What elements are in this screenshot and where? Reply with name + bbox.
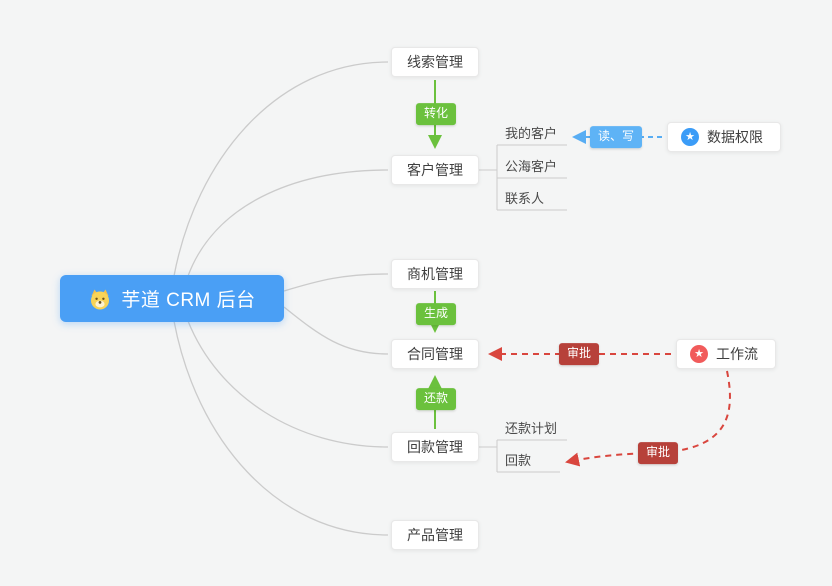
node-label: 数据权限: [707, 129, 763, 145]
curve-to-receivable: [187, 320, 389, 448]
star-icon: ★: [681, 128, 699, 146]
root-connectors: [173, 61, 389, 536]
badge-label: 审批: [566, 346, 592, 361]
node-receivable-management: 回款管理: [391, 432, 479, 462]
doge-icon: [91, 289, 110, 309]
badge-generate: 生成: [415, 303, 457, 325]
node-product-management: 产品管理: [391, 520, 479, 550]
subitem-receipt: 回款: [505, 452, 531, 470]
badge-label: 还款: [423, 391, 449, 406]
badge-approve-contract: 审批: [558, 343, 600, 365]
curve-to-business: [283, 273, 389, 292]
badge-read-write: 读、写: [589, 126, 643, 148]
curve-to-product: [173, 320, 389, 536]
root-node-label: 芋道 CRM 后台: [121, 290, 256, 311]
star-icon: ★: [690, 345, 708, 363]
curve-to-customer: [187, 169, 389, 277]
badge-label: 转化: [423, 106, 449, 121]
node-contract-management: 合同管理: [391, 339, 479, 369]
subitem-public-customers: 公海客户: [505, 158, 557, 176]
node-label: 商机管理: [407, 266, 463, 282]
subitem-my-customers: 我的客户: [505, 125, 557, 143]
node-label: 合同管理: [407, 346, 463, 362]
curve-to-contract: [283, 306, 389, 355]
subitem-label: 还款计划: [505, 421, 558, 436]
node-label: 产品管理: [407, 527, 463, 543]
badge-approve-receivable: 审批: [637, 442, 679, 464]
badge-label: 生成: [423, 306, 449, 321]
subitem-repayment-plan: 还款计划: [505, 420, 557, 438]
customer-subtree-lines: [479, 144, 567, 211]
badge-repay: 还款: [415, 388, 457, 410]
root-node-crm-backend: 芋道 CRM 后台: [60, 275, 284, 322]
node-lead-management: 线索管理: [391, 47, 479, 77]
node-label: 客户管理: [407, 162, 463, 178]
node-customer-management: 客户管理: [391, 155, 479, 185]
badge-label: 审批: [645, 445, 671, 460]
node-workflow: ★ 工作流: [676, 339, 776, 369]
subitem-label: 我的客户: [505, 126, 558, 141]
node-label: 工作流: [716, 346, 758, 362]
node-label: 回款管理: [407, 439, 463, 455]
subitem-label: 联系人: [505, 191, 545, 206]
node-business-management: 商机管理: [391, 259, 479, 289]
arrow-workflow-to-receipt: [565, 370, 731, 467]
badge-convert: 转化: [415, 103, 457, 125]
subitem-label: 公海客户: [505, 159, 558, 174]
subitem-contacts: 联系人: [505, 190, 544, 208]
receivable-subtree-lines: [479, 439, 567, 473]
node-data-permission: ★ 数据权限: [667, 122, 781, 152]
subitem-label: 回款: [505, 453, 532, 468]
badge-label: 读、写: [597, 129, 635, 144]
curve-to-lead: [173, 61, 389, 277]
node-label: 线索管理: [407, 54, 463, 70]
